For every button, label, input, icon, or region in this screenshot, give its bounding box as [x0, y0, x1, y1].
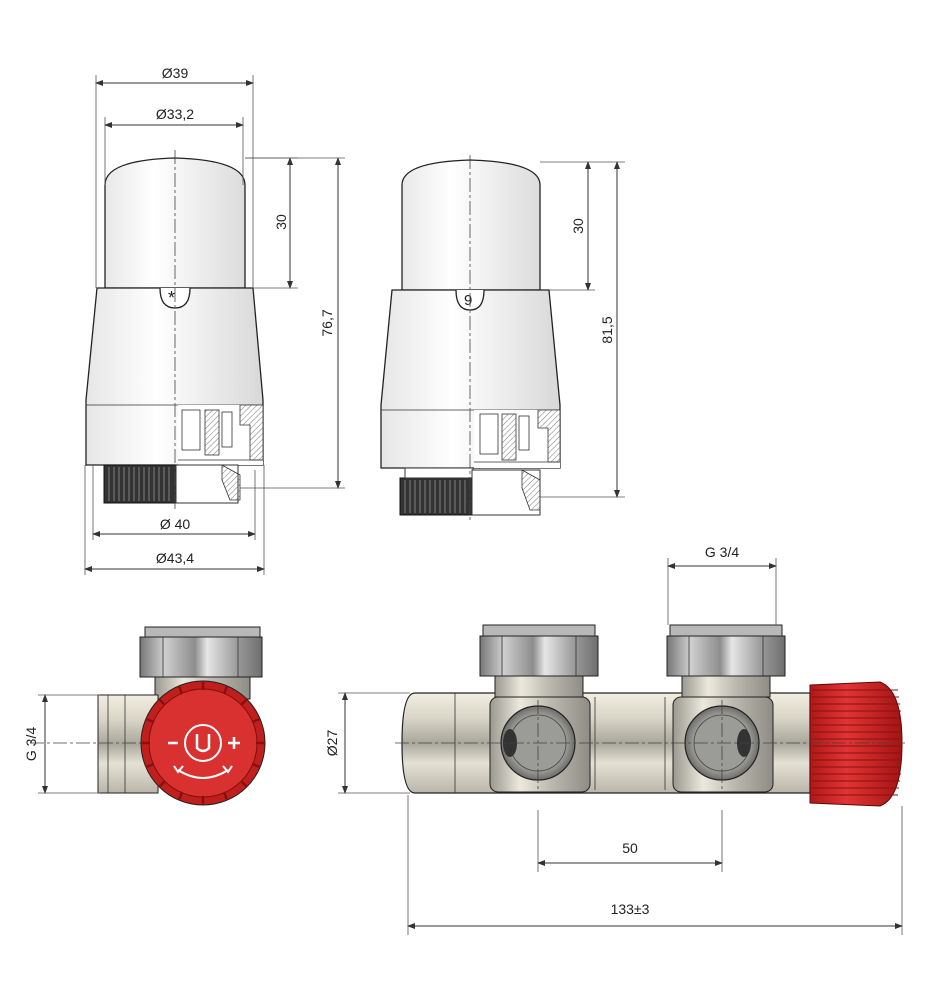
- thermostatic-head-right: 9: [380, 155, 561, 520]
- head-right-symbol: 9: [464, 292, 472, 309]
- valve-side-dimensions: G 3/4: [23, 694, 100, 794]
- dim-head-right-cap-height: 30: [570, 218, 586, 234]
- valve-side-view: [30, 626, 266, 806]
- dim-head-left-body: Ø43,4: [156, 550, 194, 566]
- head-right-dimensions: 30 81,5: [540, 161, 625, 498]
- valve-tee-right: [666, 624, 786, 793]
- dim-head-left-cap: Ø33,2: [156, 106, 194, 122]
- dim-head-right-total-height: 81,5: [599, 316, 615, 343]
- dim-head-left-outer: Ø39: [162, 65, 189, 81]
- dim-valve-body-diameter: Ø27: [324, 730, 340, 757]
- head-left-dimensions: Ø39 Ø33,2 30 76,7 Ø 40 Ø43,4: [84, 65, 345, 575]
- dim-valve-total-length: 133±3: [611, 901, 650, 917]
- dim-head-left-nut: Ø 40: [160, 516, 191, 532]
- valve-front-dimensions: G 3/4 Ø27 50 133±3: [324, 544, 903, 935]
- valve-front-view: [395, 624, 905, 807]
- valve-tee-left: [479, 624, 599, 793]
- thermostatic-head-left: *: [85, 150, 264, 510]
- dim-valve-top-thread: G 3/4: [705, 544, 739, 560]
- head-left-section: [178, 404, 264, 465]
- red-knob-end: [809, 681, 903, 807]
- head-right-section: [474, 409, 561, 468]
- dim-valve-side-thread: G 3/4: [23, 727, 39, 761]
- dim-head-left-cap-height: 30: [273, 214, 289, 230]
- dim-valve-spacing: 50: [622, 840, 638, 856]
- head-left-symbol: *: [168, 288, 175, 308]
- red-knob-front: [140, 680, 266, 806]
- dim-head-left-total-height: 76,7: [319, 309, 335, 336]
